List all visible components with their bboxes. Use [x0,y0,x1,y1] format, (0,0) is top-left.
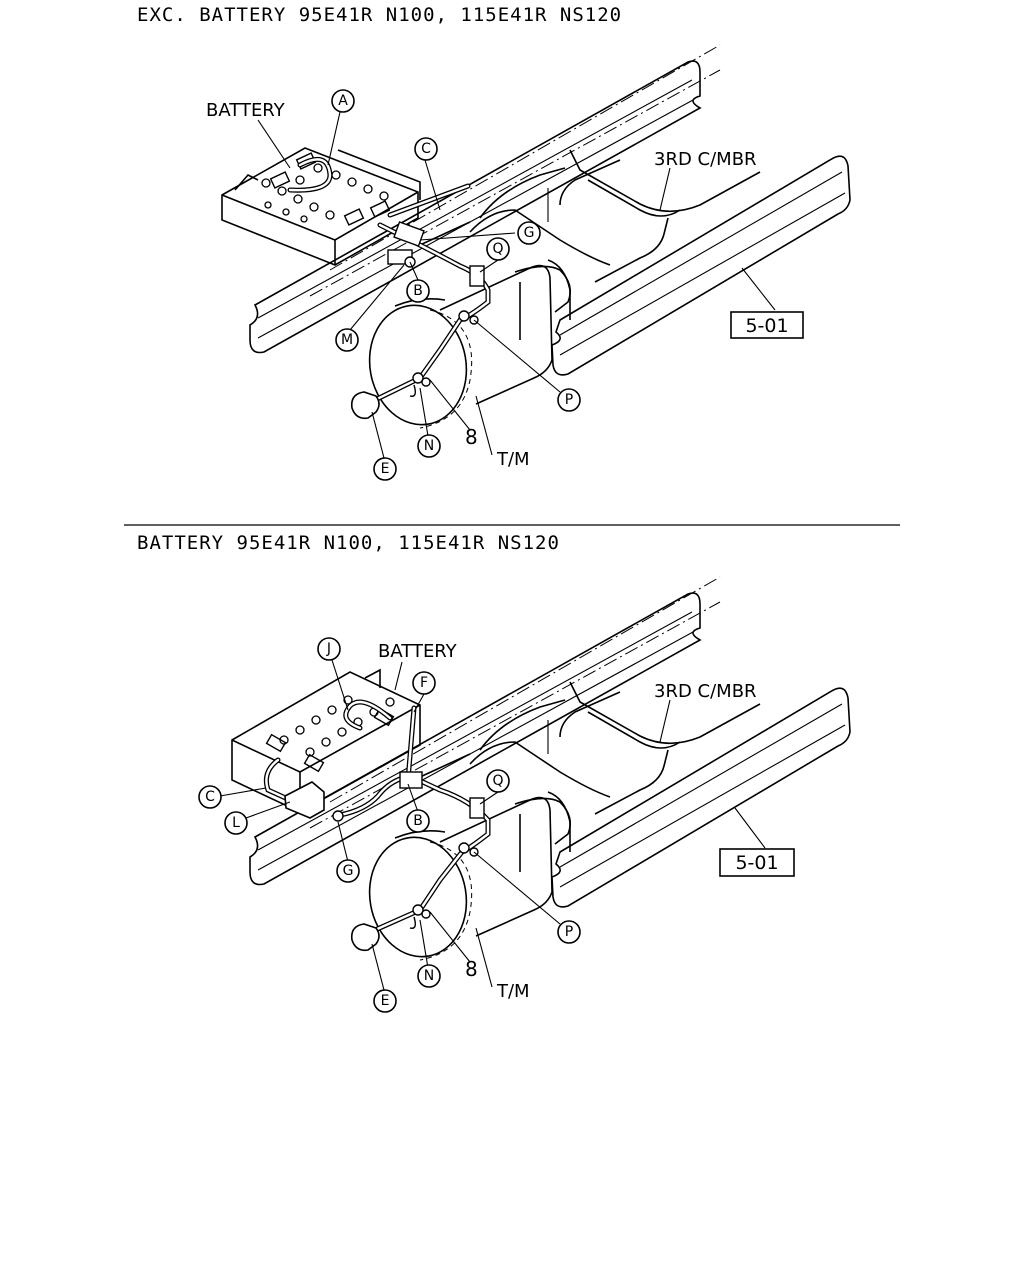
svg-text:A: A [338,93,348,109]
svg-text:L: L [232,815,240,831]
svg-text:F: F [420,675,428,691]
crossmember-label-1: 3RD C/MBR [654,149,757,170]
svg-text:E: E [381,461,390,477]
svg-text:N: N [424,438,434,454]
svg-text:C: C [205,789,215,805]
callout-P-1: P [557,388,581,412]
svg-text:E: E [381,993,390,1009]
battery-label-1: BATTERY [206,100,286,121]
callout-F-2: F [412,671,436,695]
callout-Q-1: Q [486,237,510,261]
callout-E-1: E [373,457,397,481]
battery-box-1 [221,147,421,266]
battery-box-2 [231,668,421,813]
callout-B-1: B [406,279,430,303]
diagram-2-heading: BATTERY 95E41R N100, 115E41R NS120 [137,532,560,554]
callout-N-1: N [417,434,441,458]
section-ref-2: 5-01 [735,852,778,874]
callout-P-2: P [557,920,581,944]
svg-text:G: G [524,225,535,241]
battery-label-2: BATTERY [378,641,458,662]
ref-number-2: 8 [465,957,478,981]
callout-Q-2: Q [486,769,510,793]
section-ref-box-2 [719,848,795,877]
section-ref-box-1 [730,311,804,339]
diagram-1-heading: EXC. BATTERY 95E41R N100, 115E41R NS120 [137,4,622,26]
callout-B-2: B [406,809,430,833]
svg-text:N: N [424,968,434,984]
svg-text:M: M [341,332,353,348]
callout-G-2: G [336,859,360,883]
svg-text:C: C [421,141,431,157]
diagram-2: BATTERY 95E41R N100, 115E41R NS120 [137,532,851,1013]
svg-text:G: G [343,863,354,879]
callout-C-1: C [414,137,438,161]
svg-text:J: J [326,641,331,657]
callout-L-2: L [224,811,248,835]
callout-G-1: G [517,221,541,245]
chassis-frame-2 [249,576,851,966]
transmission-label-2: T/M [496,981,530,1002]
callout-J-2: J [317,637,341,661]
svg-text:B: B [413,813,423,829]
svg-text:Q: Q [492,773,503,789]
callout-A-1: A [331,89,355,113]
callout-M-1: M [335,328,359,352]
callout-C-2: C [198,785,222,809]
callout-E-2: E [373,989,397,1013]
svg-text:P: P [565,392,573,408]
section-ref-1: 5-01 [745,315,788,337]
svg-text:P: P [565,924,573,940]
callout-N-2: N [417,964,441,988]
svg-text:B: B [413,283,423,299]
ref-number-1: 8 [465,425,478,449]
svg-text:Q: Q [492,241,503,257]
transmission-label-1: T/M [496,449,530,470]
diagram-1: EXC. BATTERY 95E41R N100, 115E41R NS120 [137,4,851,481]
crossmember-label-2: 3RD C/MBR [654,681,757,702]
